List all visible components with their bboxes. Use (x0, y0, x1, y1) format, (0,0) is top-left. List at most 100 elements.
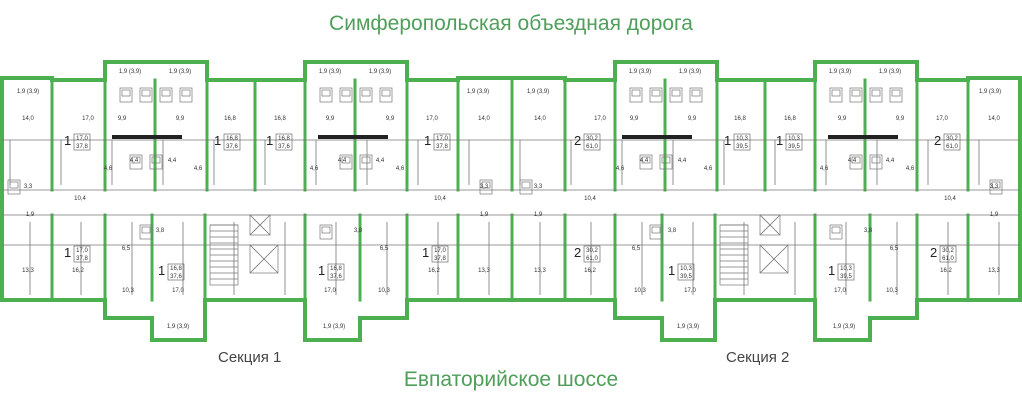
unit-room-count: 2 (574, 133, 581, 148)
bathroom-fixture (361, 89, 371, 97)
room-area-label: 1,9 (3,9) (527, 89, 549, 95)
room-area-label: 1,9 (3,9) (679, 69, 701, 75)
room-area-label: 16,2 (584, 268, 596, 274)
room-area-label: 4,6 (704, 166, 713, 172)
room-area-label: 13,3 (478, 268, 490, 274)
bathroom-fixture (319, 224, 333, 240)
bathroom-fixture (989, 179, 1003, 195)
unit-room-count: 1 (724, 133, 731, 148)
bathroom-fixture (519, 179, 533, 195)
unit-living-area: 17,0 (76, 136, 88, 142)
bathroom-fixture (121, 89, 131, 97)
unit-room-count: 1 (424, 133, 431, 148)
bathroom-fixture (179, 87, 193, 103)
room-area-label: 14,0 (22, 116, 34, 122)
room-area-label: 1,9 (3,9) (167, 324, 189, 330)
room-area-label: 1,9 (3,9) (369, 69, 391, 75)
interior-wall (759, 214, 781, 236)
unit-room-count: 1 (158, 263, 165, 278)
unit-total-area: 37,8 (76, 144, 88, 150)
unit-total-area: 37,6 (226, 144, 238, 150)
room-area-label: 3,8 (156, 228, 165, 234)
room-area-label: 14,0 (988, 116, 1000, 122)
unit-living-area: 10,3 (788, 136, 800, 142)
bathroom-fixture (651, 226, 661, 234)
room-area-label: 4,6 (194, 166, 203, 172)
unit-area-box (939, 245, 957, 263)
bathroom-fixture (151, 156, 161, 164)
unit-total-area: 37,8 (434, 256, 446, 262)
bathroom-fixture (379, 87, 393, 103)
unit-total-area: 39,5 (736, 144, 748, 150)
unit-room-count: 1 (828, 263, 835, 278)
bathroom-fixture (339, 154, 353, 170)
unit-living-area: 17,0 (434, 248, 446, 254)
room-area-label: 9,9 (386, 116, 395, 122)
bathroom-fixture (129, 154, 143, 170)
bathroom-fixture (481, 181, 491, 189)
unit-living-area: 10,3 (736, 136, 748, 142)
kitchen-counter (828, 135, 898, 139)
bathroom-fixture (991, 181, 1001, 189)
bathroom-fixture (131, 156, 141, 164)
bathroom-fixture (149, 154, 163, 170)
room-area-label: 4,6 (310, 166, 319, 172)
room-area-label: 3,8 (354, 228, 363, 234)
room-area-label: 17,0 (684, 288, 696, 294)
elevator (759, 244, 789, 274)
unit-living-area: 17,0 (436, 136, 448, 142)
bathroom-fixture (649, 87, 663, 103)
bathroom-fixture (829, 224, 843, 240)
room-area-label: 9,9 (118, 116, 127, 122)
interior-wall (249, 244, 279, 274)
unit-total-area: 37,6 (170, 274, 182, 280)
room-area-label: 13,3 (534, 268, 546, 274)
room-area-label: 10,3 (378, 288, 390, 294)
bathroom-fixture (321, 89, 331, 97)
unit-total-area: 61,0 (942, 256, 954, 262)
bathroom-fixture (669, 87, 683, 103)
room-area-label: 17,0 (324, 288, 336, 294)
room-area-label: 17,0 (82, 116, 94, 122)
bathroom-fixture (319, 87, 333, 103)
bathroom-fixture (359, 154, 373, 170)
staircase (719, 224, 749, 286)
room-area-label: 6,5 (380, 246, 389, 252)
bathroom-fixture (339, 87, 353, 103)
bathroom-fixture (629, 87, 643, 103)
elevator (759, 214, 781, 236)
unit-room-count: 2 (930, 245, 937, 260)
unit-total-area: 61,0 (586, 256, 598, 262)
unit-area-box (583, 133, 601, 151)
room-area-label: 4,6 (820, 166, 829, 172)
bathroom-fixture (139, 87, 153, 103)
bathroom-fixture (521, 181, 531, 189)
room-area-label: 1,9 (3,9) (629, 69, 651, 75)
unit-area-box (677, 263, 695, 281)
bathroom-fixture (119, 87, 133, 103)
bathroom-fixture (7, 179, 21, 195)
bathroom-fixture (651, 89, 661, 97)
room-area-label: 10,3 (122, 288, 134, 294)
bathroom-fixture (831, 89, 841, 97)
interior-wall (759, 244, 789, 274)
bathroom-fixture (891, 89, 901, 97)
room-area-label: 4,4 (886, 158, 895, 164)
unit-area-box (327, 263, 345, 281)
unit-area-box (785, 133, 803, 151)
kitchen-counter (112, 135, 182, 139)
room-area-label: 4,6 (396, 166, 405, 172)
unit-living-area: 30,2 (586, 136, 598, 142)
bathroom-fixture (361, 156, 371, 164)
bathroom-fixture (141, 226, 151, 234)
room-area-label: 9,9 (176, 116, 185, 122)
bathroom-fixture (639, 154, 653, 170)
room-area-label: 16,2 (428, 268, 440, 274)
room-area-label: 1,9 (3,9) (677, 324, 699, 330)
room-area-label: 1,9 (3,9) (323, 324, 345, 330)
room-area-label: 9,9 (688, 116, 697, 122)
plan-walls (0, 60, 1022, 342)
unit-area-box (943, 133, 961, 151)
unit-total-area: 39,5 (788, 144, 800, 150)
